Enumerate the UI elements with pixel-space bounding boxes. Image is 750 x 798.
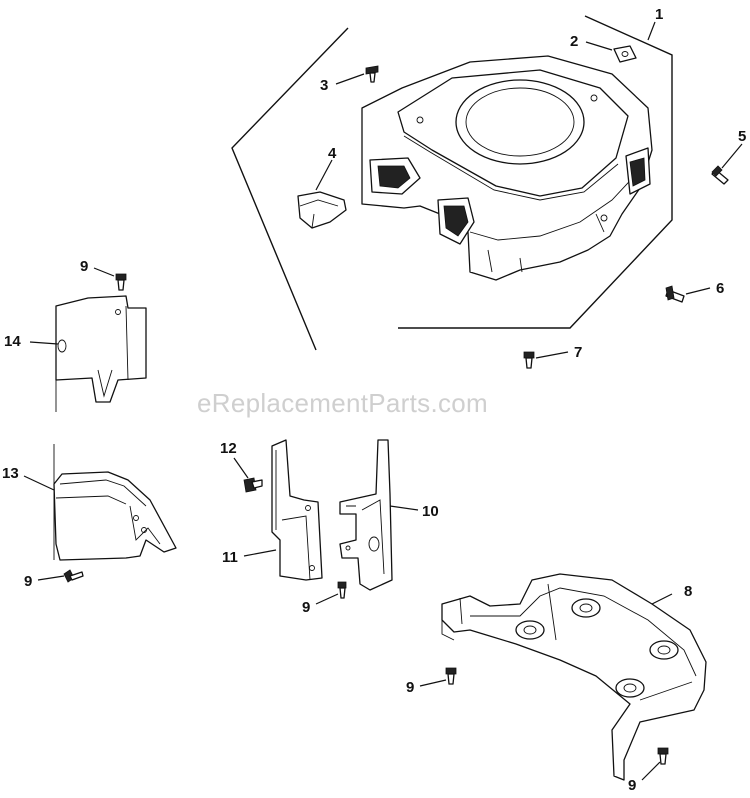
blower-housing[interactable] <box>361 55 653 281</box>
callout-9-left: 9 <box>24 573 32 590</box>
screw-part-9c[interactable] <box>337 581 347 599</box>
callout-9-right: 9 <box>406 679 414 696</box>
callout-3: 3 <box>320 77 328 94</box>
callout-labels: 1 2 3 4 5 6 7 9 14 13 9 12 11 10 9 8 9 9 <box>2 6 746 794</box>
callout-5: 5 <box>738 128 746 145</box>
callout-9-middle: 9 <box>302 599 310 616</box>
callout-2: 2 <box>570 33 578 50</box>
screw-part-9e[interactable] <box>657 747 669 765</box>
callout-9-top: 9 <box>80 258 88 275</box>
screw-part-7[interactable] <box>523 351 535 369</box>
nut-part[interactable] <box>613 45 637 63</box>
callout-6: 6 <box>716 280 724 297</box>
leader-lines <box>23 21 743 781</box>
callout-11: 11 <box>222 549 238 566</box>
callout-12: 12 <box>220 440 237 457</box>
callout-14: 14 <box>4 333 21 350</box>
screw-part-3[interactable] <box>365 65 379 83</box>
bracket-10[interactable] <box>339 439 393 591</box>
callout-7: 7 <box>574 344 582 361</box>
watermark-text: eReplacementParts.com <box>197 388 488 418</box>
screw-part-9d[interactable] <box>445 667 457 685</box>
baffle-clip[interactable] <box>297 191 347 229</box>
callout-10: 10 <box>422 503 439 520</box>
bolt-part-5[interactable] <box>711 165 729 185</box>
callout-1: 1 <box>655 6 663 23</box>
screw-part-12[interactable] <box>243 477 263 493</box>
air-guide-13[interactable] <box>53 444 177 561</box>
back-plate-8[interactable] <box>441 573 707 781</box>
callout-4: 4 <box>328 145 337 162</box>
air-guide-14[interactable] <box>55 295 147 412</box>
callout-9-bottom: 9 <box>628 777 636 794</box>
assembly-boundary <box>231 15 673 351</box>
screw-part-9a[interactable] <box>115 273 127 291</box>
bolt-part-6[interactable] <box>665 285 685 303</box>
bracket-11[interactable] <box>271 439 323 581</box>
callout-8: 8 <box>684 583 692 600</box>
callout-13: 13 <box>2 465 19 482</box>
screw-part-9b[interactable] <box>63 569 84 583</box>
